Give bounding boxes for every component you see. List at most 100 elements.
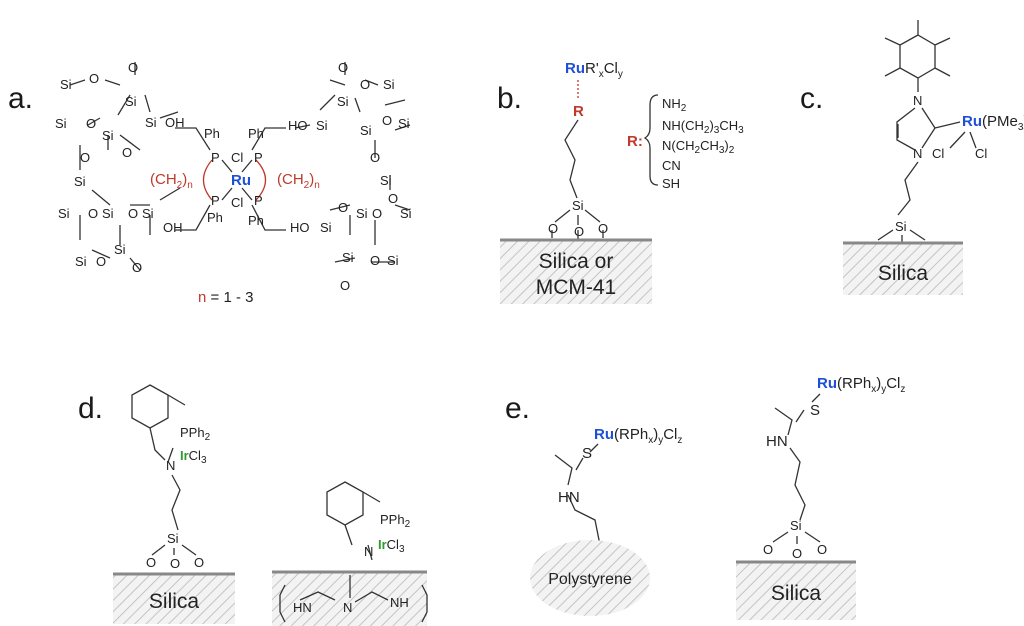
support-surface-d [113, 574, 235, 624]
si-atom: Si [316, 118, 328, 133]
ho-group: HO [288, 118, 308, 133]
p-atom: P [211, 193, 220, 208]
ircl3-left: IrCl3 [180, 448, 207, 466]
panel-a-label: a. [8, 82, 33, 115]
support-label-line1: Silica or [539, 250, 614, 273]
siloxane-cage-left: Si O Si O Si O Si O Si OH O Si Si O Si O… [55, 60, 185, 275]
propyl-linker [554, 119, 601, 225]
si-atom: Si [337, 94, 349, 109]
si-atom: Si [895, 219, 907, 234]
si-atom: Si [114, 242, 126, 257]
o-atom: O [170, 556, 180, 571]
aryl-ring-right [326, 481, 381, 561]
o-atom: O [122, 145, 132, 160]
support-surface-e [736, 562, 856, 620]
ru-complex-e-right: Ru(RPhx)yClz [817, 375, 905, 395]
pph2-right: PPh2 [380, 512, 411, 530]
o-atom: O [88, 206, 98, 221]
si-atom: Si [167, 531, 179, 546]
polyamine-backbone [279, 575, 428, 623]
si-atom: Si [387, 253, 399, 268]
n-range-note: n = 1 - 3 [198, 289, 253, 306]
o-atom: O [128, 60, 138, 75]
si-atom: Si [320, 220, 332, 235]
support-surface-c [843, 243, 963, 295]
ru-complex-b: RuR'xCly [565, 60, 623, 80]
si-atom: Si [125, 94, 137, 109]
siloxane-cage-right: O Si O Si HO Si Si O Si O Si O Si HO Si … [288, 60, 412, 293]
n-atom: N [364, 544, 373, 559]
ph-group: Ph [207, 210, 223, 225]
cl-atom: Cl [231, 150, 243, 165]
n-atom: N [913, 146, 922, 161]
cl-atom: Cl [932, 146, 944, 161]
si-atom: Si [790, 518, 802, 533]
si-atom: Si [142, 206, 154, 221]
si-atom: Si [342, 250, 354, 265]
r-option-cn: CN [662, 158, 681, 173]
support-label-polystyrene: Polystyrene [548, 571, 632, 588]
support-surface-b [500, 240, 652, 304]
n-atom: N [913, 93, 922, 108]
si-atom: Si [380, 173, 392, 188]
r-option-nh2: NH2 [662, 96, 687, 114]
r-option-sh: SH [662, 176, 680, 191]
o-atom: O [338, 200, 348, 215]
o-atom: O [194, 555, 204, 570]
si-atom: Si [572, 198, 584, 213]
r-key-label: R: [627, 133, 643, 150]
support-label-line2: MCM-41 [536, 276, 617, 299]
o-atom: O [817, 542, 827, 557]
o-atom: O [146, 555, 156, 570]
ph-group: Ph [248, 126, 264, 141]
brace [643, 94, 659, 186]
o-atom: O [132, 260, 142, 275]
si-atom: Si [400, 206, 412, 221]
o-atom: O [370, 150, 380, 165]
n-atom: N [343, 600, 352, 615]
chain-left: (CH2)n [150, 171, 193, 191]
panel-c: c. N N Ru(PMe3)y Cl Cl Si O O O Silica [800, 20, 1024, 295]
p-atom: P [211, 150, 220, 165]
propyl-linker [897, 161, 919, 216]
o-atom: O [96, 254, 106, 269]
o-atom: O [128, 206, 138, 221]
si-atom: Si [383, 77, 395, 92]
ru-cl-bonds [949, 131, 977, 149]
ircl3-right: IrCl3 [378, 537, 405, 555]
ph-group: Ph [248, 213, 264, 228]
si-atom: Si [74, 174, 86, 189]
o-atom: O [340, 278, 350, 293]
propyl-linker [171, 474, 181, 531]
ru-complex-e-left: Ru(RPhx)yClz [594, 426, 682, 446]
o-atom: O [370, 253, 380, 268]
o-atom: O [548, 221, 558, 236]
p-atom: P [254, 150, 263, 165]
p-atom: P [254, 193, 263, 208]
r-group-atom: R [573, 103, 584, 120]
si-atom: Si [58, 206, 70, 221]
r-option-nhbutyl: NH(CH2)3CH3 [662, 118, 744, 136]
si-atom: Si [75, 254, 87, 269]
hn-group: HN [293, 600, 312, 615]
si-atom: Si [102, 128, 114, 143]
panel-b-label: b. [497, 82, 522, 115]
o-atom: O [372, 206, 382, 221]
panel-d: d. PPh2 IrCl3 N Si O O O Silica PPh2 IrC… [78, 384, 428, 626]
support-label-d: Silica [149, 590, 200, 613]
polystyrene-bead [530, 540, 650, 616]
o-atom: O [763, 542, 773, 557]
cl-atom: Cl [975, 146, 987, 161]
chain-right: (CH2)n [277, 171, 320, 191]
panel-b: b. RuR'xCly R Si O O O R: NH2 NH(CH2)3CH… [497, 60, 744, 304]
mesityl-ring [884, 20, 951, 92]
panel-e: e. Ru(RPhx)yClz S HN Polystyrene Ru(RPhx… [505, 375, 905, 620]
o-atom: O [388, 191, 398, 206]
nhc-ring [896, 107, 961, 151]
panel-d-label: d. [78, 392, 103, 425]
ru-metal-center: Ru [231, 172, 251, 189]
oh-group: OH [163, 220, 183, 235]
n-atom: N [166, 458, 175, 473]
hn-group: HN [558, 489, 580, 506]
